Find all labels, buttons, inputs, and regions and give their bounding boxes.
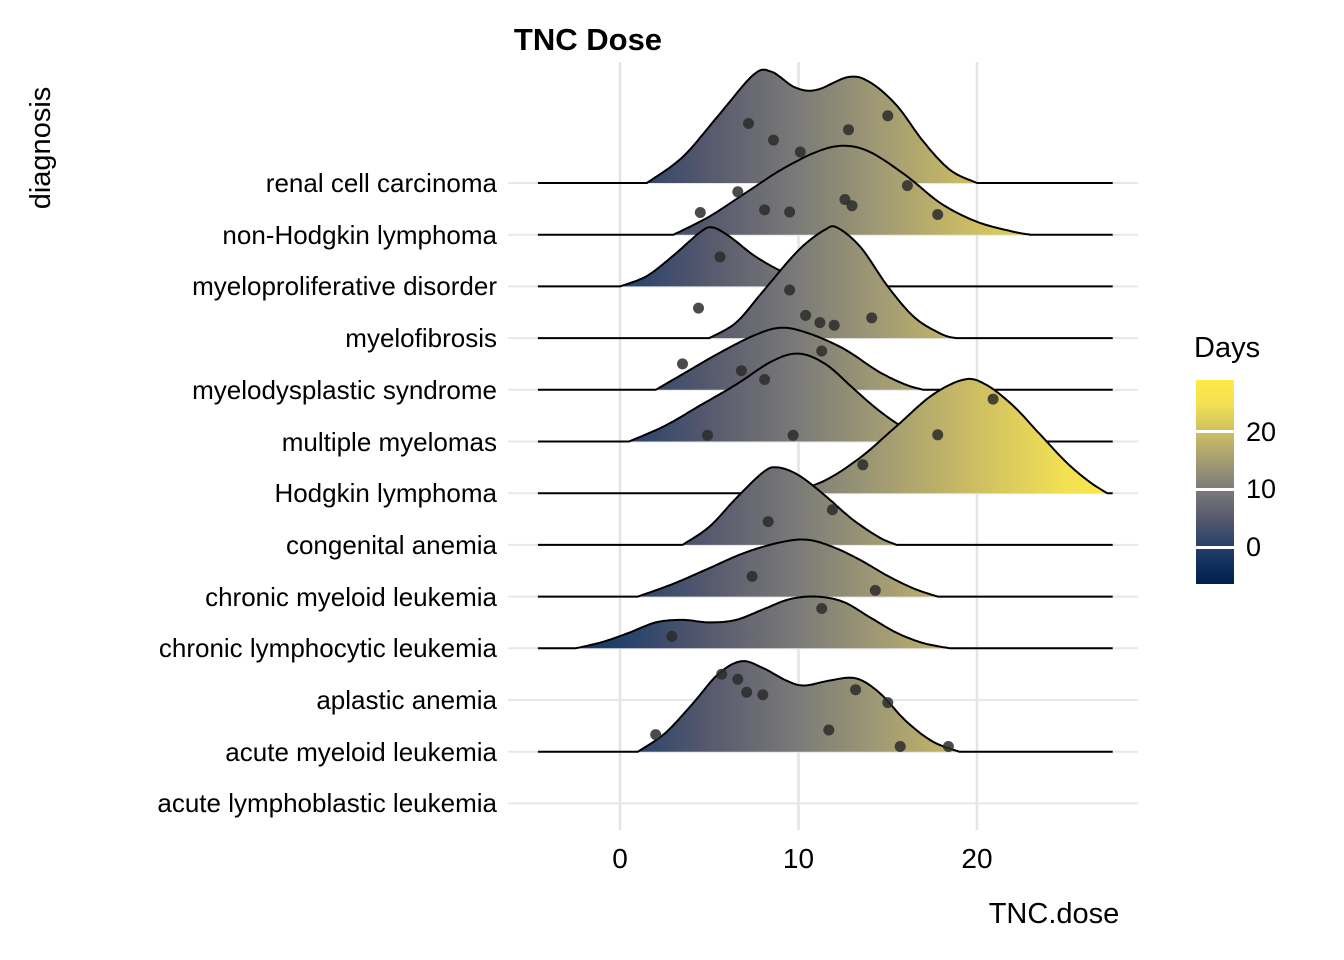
y-tick-label-acute-lymphoblastic-leukemia: acute lymphoblastic leukemia bbox=[157, 788, 497, 819]
y-tick-label-non-hodgkin-lymphoma: non-Hodgkin lymphoma bbox=[222, 219, 497, 250]
ridge-acute-myeloid-leukemia bbox=[537, 660, 1113, 753]
jitter-point bbox=[828, 319, 840, 331]
jitter-point bbox=[846, 200, 858, 212]
jitter-point bbox=[894, 741, 906, 752]
jitter-point bbox=[716, 668, 728, 680]
jitter-point bbox=[759, 204, 771, 216]
jitter-point bbox=[882, 110, 894, 122]
jitter-point bbox=[839, 194, 851, 205]
jitter-point bbox=[826, 504, 838, 516]
jitter-point bbox=[759, 374, 771, 385]
jitter-point bbox=[882, 697, 894, 709]
x-axis-title: TNC.dose bbox=[988, 898, 1120, 930]
jitter-point bbox=[693, 302, 704, 314]
ridge-hodgkin-lymphoma bbox=[537, 377, 1113, 495]
ridge-chronic-myeloid-leukemia bbox=[537, 538, 1113, 598]
legend-gradient-bar bbox=[1196, 380, 1234, 584]
jitter-point bbox=[814, 317, 826, 329]
jitter-point bbox=[800, 309, 812, 321]
jitter-point bbox=[850, 684, 862, 696]
legend-tick-label-10: 10 bbox=[1246, 474, 1277, 505]
jitter-point bbox=[741, 686, 753, 698]
y-tick-label-renal-cell-carcinoma: renal cell carcinoma bbox=[265, 168, 497, 198]
legend-tick-label-0: 0 bbox=[1246, 532, 1262, 563]
jitter-point bbox=[901, 180, 913, 192]
y-tick-label-congenital-anemia: congenital anemia bbox=[285, 529, 497, 560]
y-tick-label-hodgkin-lymphoma: Hodgkin lymphoma bbox=[274, 478, 497, 509]
y-tick-label-aplastic-anemia: aplastic anemia bbox=[316, 685, 497, 715]
jitter-point bbox=[942, 741, 954, 752]
jitter-points bbox=[650, 110, 999, 752]
jitter-point bbox=[843, 124, 854, 136]
y-tick-label-myeloproliferative-disorder: myeloproliferative disorder bbox=[192, 271, 497, 302]
y-tick-label-acute-myeloid-leukemia: acute myeloid leukemia bbox=[225, 736, 497, 767]
legend-tick-mark-10 bbox=[1196, 487, 1234, 491]
jitter-point bbox=[757, 689, 769, 701]
y-axis-title: diagnosis bbox=[25, 86, 57, 210]
jitter-point bbox=[694, 207, 706, 218]
y-tick-label-multiple-myelomas: multiple myelomas bbox=[281, 426, 497, 457]
jitter-point bbox=[666, 630, 678, 642]
y-tick-label-chronic-lymphocytic-leukemia: chronic lymphocytic leukemia bbox=[158, 633, 497, 664]
y-tick-label-myelofibrosis: myelofibrosis bbox=[345, 323, 497, 354]
jitter-point bbox=[816, 345, 828, 357]
jitter-point bbox=[735, 365, 747, 377]
jitter-point bbox=[787, 429, 799, 441]
jitter-point bbox=[869, 584, 881, 596]
jitter-point bbox=[784, 284, 796, 296]
jitter-point bbox=[823, 724, 835, 736]
jitter-point bbox=[743, 118, 754, 129]
jitter-point bbox=[762, 516, 774, 528]
jitter-point bbox=[650, 729, 662, 741]
jitter-point bbox=[746, 570, 758, 582]
ridge-myelodysplastic-syndrome bbox=[537, 326, 1113, 391]
jitter-point bbox=[816, 603, 828, 614]
jitter-point bbox=[784, 206, 796, 218]
legend-tick-mark-0 bbox=[1196, 545, 1234, 549]
jitter-point bbox=[932, 209, 944, 220]
ridge-chronic-lymphocytic-leukemia bbox=[537, 595, 1113, 650]
x-tick-label-0: 0 bbox=[612, 843, 628, 874]
ridge-congenital-anemia bbox=[537, 466, 1113, 546]
jitter-point bbox=[714, 251, 726, 263]
x-tick-label-20: 20 bbox=[961, 843, 993, 874]
y-tick-label-myelodysplastic-syndrome: myelodysplastic syndrome bbox=[192, 374, 497, 405]
jitter-point bbox=[987, 393, 999, 405]
jitter-point bbox=[857, 459, 869, 471]
y-tick-label-chronic-myeloid-leukemia: chronic myeloid leukemia bbox=[205, 581, 497, 612]
legend-title: Days bbox=[1194, 332, 1261, 364]
jitter-point bbox=[702, 429, 713, 441]
jitter-point bbox=[794, 146, 806, 158]
jitter-point bbox=[732, 673, 744, 685]
legend-tick-label-20: 20 bbox=[1246, 416, 1277, 447]
jitter-point bbox=[932, 429, 944, 441]
ridges bbox=[537, 68, 1113, 753]
jitter-point bbox=[768, 134, 779, 146]
x-tick-label-10: 10 bbox=[782, 843, 815, 874]
jitter-point bbox=[732, 186, 744, 198]
ridge-renal-cell-carcinoma bbox=[537, 68, 1113, 184]
ridge-non-hodgkin-lymphoma bbox=[537, 144, 1113, 236]
chart-title: TNC Dose bbox=[513, 22, 663, 57]
jitter-point bbox=[866, 312, 878, 324]
jitter-point bbox=[677, 358, 688, 370]
legend-tick-mark-20 bbox=[1196, 430, 1234, 434]
ridge-myelofibrosis bbox=[537, 225, 1113, 340]
